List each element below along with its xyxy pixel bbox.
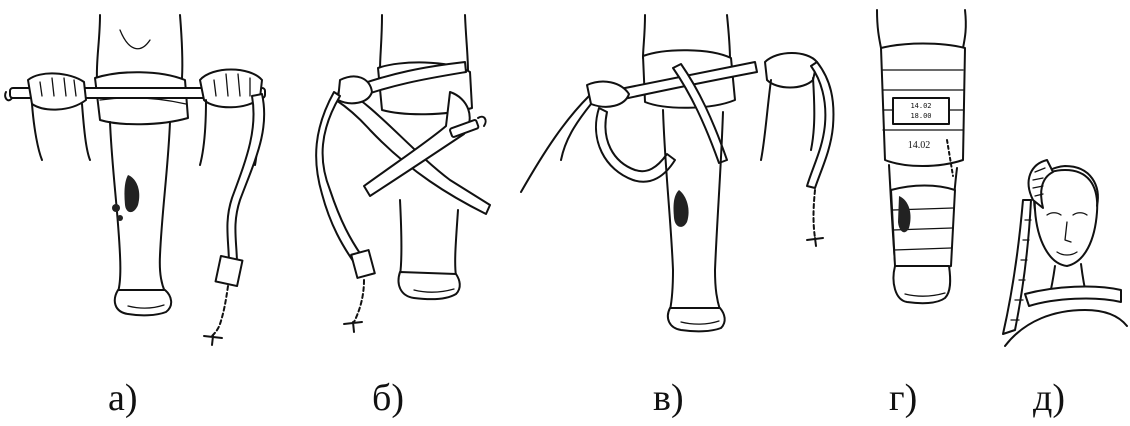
tourniquet-note-line-2: 18.00 xyxy=(910,112,931,120)
caption-b: б) xyxy=(372,378,404,418)
tourniquet-neck-illustration xyxy=(995,0,1130,370)
tourniquet-note-line-1: 14.02 xyxy=(910,102,931,110)
caption-a: а) xyxy=(108,378,138,418)
caption-g: г) xyxy=(889,378,917,418)
tourniquet-step-b-illustration xyxy=(300,0,500,370)
panel-v: в) xyxy=(515,0,860,426)
tourniquet-step-a-illustration xyxy=(0,0,290,370)
tourniquet-step-v-illustration xyxy=(515,0,860,370)
caption-d: д) xyxy=(1033,378,1065,418)
panel-a: а) xyxy=(0,0,290,426)
panel-d: д) xyxy=(995,0,1130,426)
caption-v: в) xyxy=(653,378,684,418)
tourniquet-step-g-illustration: 14.02 18.00 14.02 xyxy=(865,0,985,370)
panel-g: 14.02 18.00 14.02 г) xyxy=(865,0,985,426)
panel-b: б) xyxy=(300,0,500,426)
tourniquet-time-label: 14.02 xyxy=(908,140,931,151)
